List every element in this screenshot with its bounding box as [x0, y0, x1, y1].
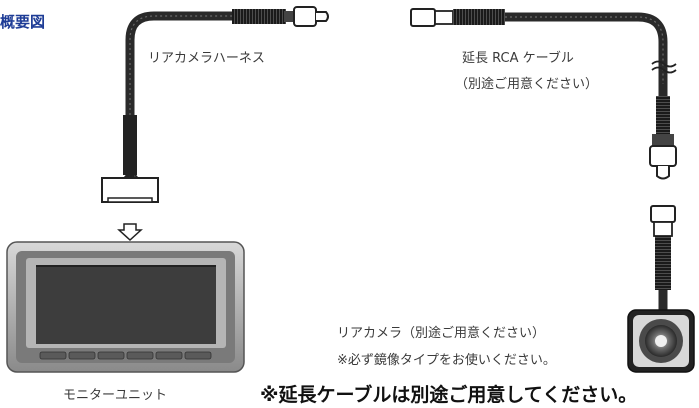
- extension-sold-separately-label: （別途ご用意ください）: [455, 77, 599, 92]
- camera-plug: [650, 205, 676, 290]
- camera-label: リアカメラ（別途ご用意ください）: [337, 326, 546, 341]
- harness-label: リアカメラハーネス: [148, 51, 265, 66]
- harness-cable: [125, 11, 237, 180]
- extension-cable-label: 延長 RCA ケーブル: [462, 51, 574, 66]
- extension-rca-plug: [649, 96, 677, 180]
- extension-top-plug: [410, 8, 505, 27]
- harness-rca-plug: [232, 6, 329, 27]
- down-arrow-icon: [117, 223, 143, 242]
- monitor-unit-graphic: [6, 241, 245, 373]
- extension-cable: [505, 12, 668, 85]
- harness-sleeve: [123, 115, 137, 175]
- diagram-title: 概要図: [0, 13, 46, 31]
- rear-camera-graphic: [627, 309, 695, 373]
- harness-connector: [101, 177, 159, 203]
- camera-note-label: ※必ず鏡像タイプをお使いください。: [337, 353, 556, 368]
- bottom-note: ※延長ケーブルは別途ご用意してください。: [260, 384, 638, 406]
- monitor-label: モニターユニット: [63, 388, 168, 403]
- cable-break-mark: [651, 60, 677, 74]
